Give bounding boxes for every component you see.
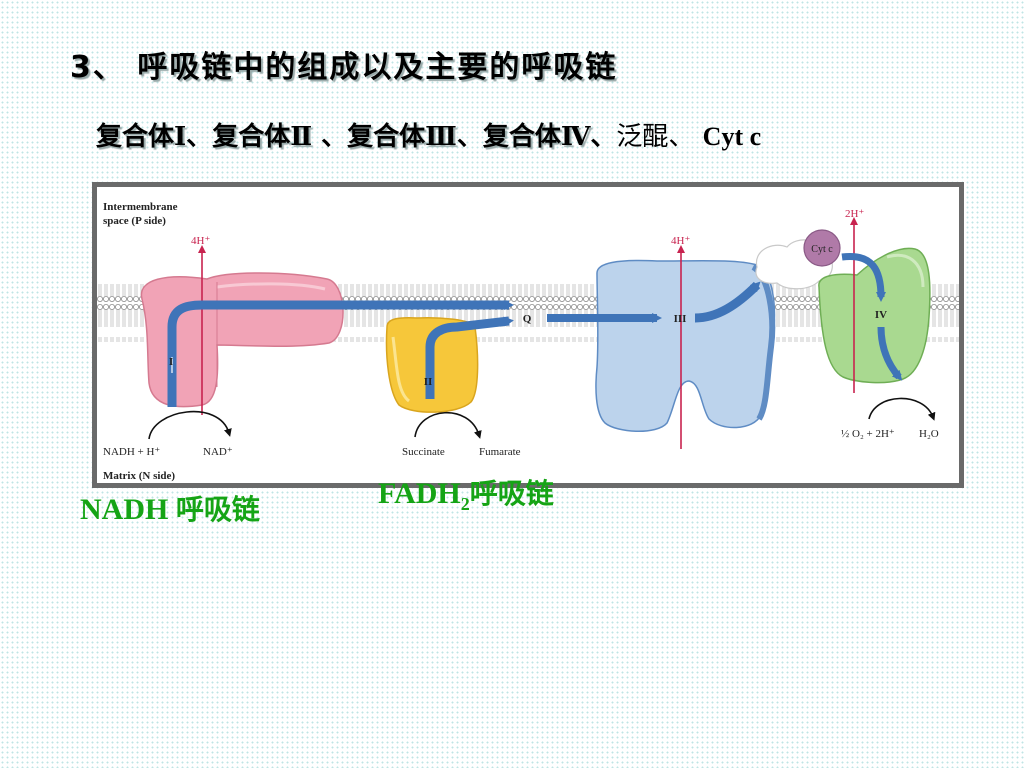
complex-iii bbox=[595, 259, 776, 432]
separator: 、 bbox=[456, 122, 483, 152]
proton-count-i: 4H⁺ bbox=[191, 235, 210, 247]
complex-iii-label: 复合体Ⅲ bbox=[347, 122, 457, 152]
separator: 、 bbox=[186, 122, 213, 152]
complex-iv bbox=[818, 247, 931, 384]
proton-count-iii: 4H⁺ bbox=[671, 235, 690, 247]
respiratory-chain-figure: Intermembrane space (P side) Matrix (N s… bbox=[97, 187, 959, 483]
oxygen-reduction-arc bbox=[868, 397, 936, 421]
electron-flow-iv-to-oxygen bbox=[877, 326, 903, 381]
component-list: 复合体Ⅰ、复合体Ⅱ 、复合体Ⅲ、复合体Ⅳ、泛醌、 Cyt c bbox=[96, 116, 761, 153]
water-text: H₂O bbox=[919, 428, 939, 440]
separator: 、 bbox=[590, 122, 617, 152]
nadh-text: NADH + H⁺ bbox=[103, 446, 160, 458]
complex-iii-marker: III bbox=[674, 313, 687, 325]
separator: 、 bbox=[668, 122, 703, 152]
fadh-subscript: 2 bbox=[460, 494, 470, 514]
fadh-chain-cn: 呼吸链 bbox=[469, 477, 554, 510]
ubiquinone-marker: Q bbox=[523, 313, 532, 325]
fumarate-text: Fumarate bbox=[479, 446, 521, 458]
complex-iv-label: 复合体Ⅳ bbox=[482, 122, 591, 152]
oxygen-text: ½ O₂ + 2H⁺ bbox=[841, 428, 895, 440]
ubiquinone-label: 泛醌 bbox=[616, 122, 669, 152]
complex-ii-marker: II bbox=[424, 376, 433, 388]
cyt-c-label: Cyt c bbox=[702, 122, 762, 151]
separator: 、 bbox=[312, 122, 348, 152]
proton-count-iv: 2H⁺ bbox=[845, 208, 864, 220]
electron-flow-iii-to-cytc bbox=[694, 281, 761, 323]
complex-iv-marker: IV bbox=[875, 309, 887, 321]
fadh2-chain-label: FADH2呼吸链 bbox=[378, 472, 554, 515]
page-title: 3、 呼吸链中的组成以及主要的呼吸链 bbox=[70, 50, 618, 85]
complex-i-marker: I bbox=[169, 356, 173, 368]
electron-flow-complex-i-to-q bbox=[167, 300, 514, 407]
succinate-text: Succinate bbox=[402, 446, 445, 458]
nadh-chain-label: NADH 呼吸链 bbox=[80, 488, 260, 528]
nadh-chain-en: NADH bbox=[80, 493, 176, 526]
complex-i-label: 复合体Ⅰ bbox=[96, 122, 187, 152]
cyt-c-sphere bbox=[803, 229, 841, 267]
respiratory-chain-diagram: Intermembrane space (P side) Matrix (N s… bbox=[97, 201, 959, 482]
nadh-chain-cn: 呼吸链 bbox=[175, 493, 260, 526]
fadh-en: FADH bbox=[378, 477, 461, 510]
matrix-label: Matrix (N side) bbox=[103, 470, 175, 482]
nad-text: NAD⁺ bbox=[203, 446, 233, 458]
electron-flow-complex-ii-to-q bbox=[425, 316, 514, 399]
complex-ii-label: 复合体Ⅱ bbox=[212, 122, 313, 152]
cyt-c-text: Cyt c bbox=[811, 244, 833, 255]
nadh-oxidation-arc bbox=[148, 410, 232, 440]
electron-flow-cytc-to-iv bbox=[841, 252, 886, 302]
succinate-oxidation-arc bbox=[414, 411, 482, 439]
intermembrane-label: Intermembrane bbox=[103, 201, 178, 213]
intermembrane-label-2: space (P side) bbox=[103, 215, 166, 227]
